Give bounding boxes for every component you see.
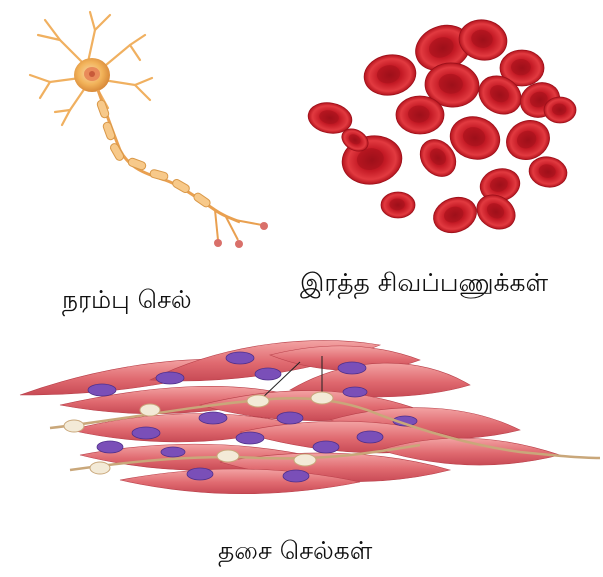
muscle-cells-illustration xyxy=(20,341,600,494)
muscle-cells-label: தசை செல்கள் xyxy=(218,538,372,563)
red-blood-cells-label: இரத்த சிவப்பணுக்கள் xyxy=(300,270,548,295)
red-blood-cell xyxy=(361,51,419,99)
red-blood-cell xyxy=(544,97,576,123)
red-blood-cell xyxy=(429,192,482,239)
neuron-label: நரம்பு செல் xyxy=(62,287,192,312)
red-blood-cell xyxy=(527,154,570,190)
red-blood-cell xyxy=(396,96,444,134)
red-blood-cell xyxy=(381,192,415,218)
red-blood-cells-illustration xyxy=(306,16,576,238)
neuron-illustration xyxy=(30,12,268,248)
